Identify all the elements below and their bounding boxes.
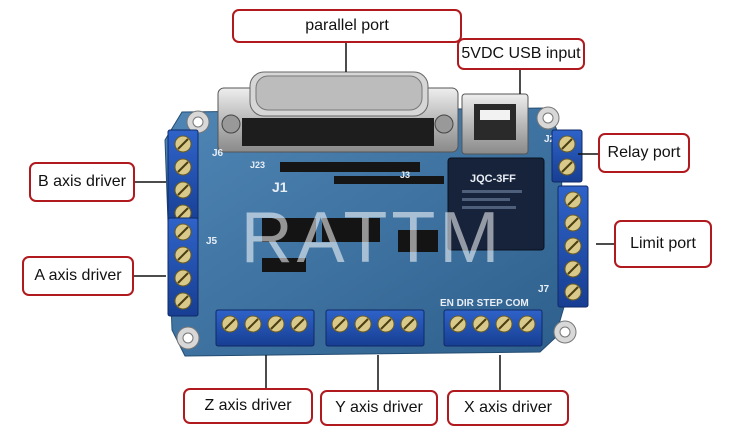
x-axis-terminal-block bbox=[443, 309, 543, 347]
limit-screw-slot bbox=[567, 240, 579, 252]
y-axis-screw-slot bbox=[403, 318, 415, 330]
z-axis-screw-slot bbox=[247, 318, 259, 330]
chips bbox=[262, 162, 444, 272]
x-axis-driver-label: X axis driver bbox=[447, 390, 569, 426]
b-axis-screw-slot bbox=[177, 184, 189, 196]
a-axis-screw-slot bbox=[177, 295, 189, 307]
connector-j2: J2 bbox=[544, 134, 556, 145]
usb-input-label: 5VDC USB input bbox=[457, 38, 585, 70]
a-axis-driver-label: A axis driver bbox=[22, 256, 134, 296]
relay-model-text: JQC-3FF bbox=[470, 173, 516, 185]
connector-j23: J23 bbox=[250, 160, 265, 170]
x-axis-screw-slot bbox=[498, 318, 510, 330]
relay-screw-slot bbox=[561, 161, 573, 173]
parallel-port-label: parallel port bbox=[232, 9, 462, 43]
z-axis-terminal-block bbox=[215, 309, 315, 347]
y-axis-screw-slot bbox=[334, 318, 346, 330]
terminal-blocks bbox=[167, 129, 589, 347]
connector-j5: J5 bbox=[206, 236, 218, 247]
a-axis-screw-slot bbox=[177, 272, 189, 284]
x-axis-screw-slot bbox=[475, 318, 487, 330]
usb-connector bbox=[461, 93, 529, 155]
b-axis-screw-slot bbox=[177, 207, 189, 219]
silkscreen: J1 J23 J6 J5 J7 J2 J3 EN DIR STEP COM bbox=[206, 134, 556, 309]
connector-j6: J6 bbox=[212, 148, 224, 159]
b-axis-screw-slot bbox=[177, 138, 189, 150]
z-axis-driver-label: Z axis driver bbox=[183, 388, 313, 424]
y-axis-screw-slot bbox=[380, 318, 392, 330]
limit-screw-slot bbox=[567, 263, 579, 275]
limit-screw-slot bbox=[567, 194, 579, 206]
relay-screw-slot bbox=[561, 138, 573, 150]
y-axis-screw-slot bbox=[357, 318, 369, 330]
limit-screw-slot bbox=[567, 286, 579, 298]
a-axis-screw-slot bbox=[177, 226, 189, 238]
relay-port-label: Relay port bbox=[598, 133, 690, 173]
limit-screw-slot bbox=[567, 217, 579, 229]
relay: JQC-3FF bbox=[447, 157, 545, 251]
a-axis-screw-slot bbox=[177, 249, 189, 261]
mounting-holes bbox=[176, 106, 577, 350]
x-header-text: EN DIR STEP COM bbox=[440, 298, 529, 309]
y-axis-driver-label: Y axis driver bbox=[320, 390, 438, 426]
x-axis-screw-slot bbox=[452, 318, 464, 330]
leader-lines bbox=[134, 42, 614, 392]
x-axis-screw-slot bbox=[521, 318, 533, 330]
watermark-text: RATTM bbox=[241, 198, 504, 278]
z-axis-screw-slot bbox=[224, 318, 236, 330]
connector-j7: J7 bbox=[538, 284, 550, 295]
connector-j1: J1 bbox=[272, 179, 288, 195]
parallel-connector bbox=[217, 71, 459, 153]
limit-port-label: Limit port bbox=[614, 220, 712, 268]
b-axis-driver-label: B axis driver bbox=[29, 162, 135, 202]
connector-j3: J3 bbox=[400, 170, 410, 180]
a-axis-terminal-block bbox=[167, 217, 199, 317]
b-axis-screw-slot bbox=[177, 161, 189, 173]
z-axis-screw-slot bbox=[293, 318, 305, 330]
z-axis-screw-slot bbox=[270, 318, 282, 330]
y-axis-terminal-block bbox=[325, 309, 425, 347]
